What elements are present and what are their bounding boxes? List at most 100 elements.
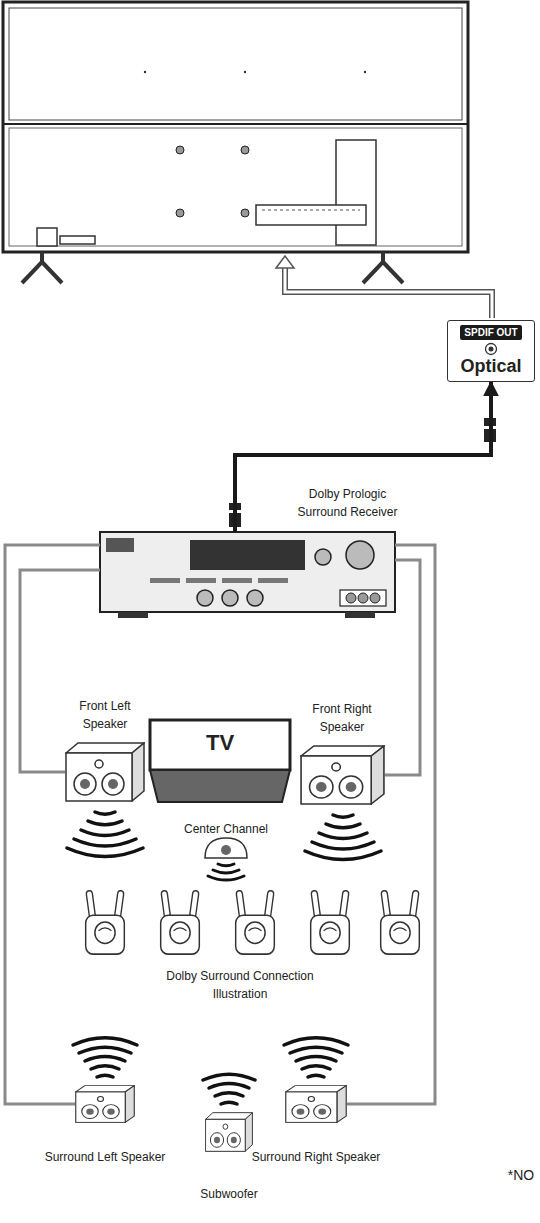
speaker-drawing [286,1086,346,1123]
label-holder: Subwoofer [145,1184,313,1202]
sound-wave [326,824,360,828]
listener-figure [311,894,350,954]
speaker-drawing [76,1086,135,1123]
tv-rear-panel [144,71,146,73]
receiver-drawing [100,532,395,612]
sound-wave [213,870,239,873]
label-holder: Dolby Surround Connection Illustration [160,966,320,1002]
sound-wave [81,830,129,835]
tv-rear-panel [3,123,468,125]
audio-lead [276,256,294,268]
listener-figure [236,894,275,954]
sound-wave [73,1038,137,1045]
receiver-drawing [222,578,252,583]
port-symbol [489,347,494,352]
listener-figure [161,894,200,954]
tv-rear-panel [9,8,462,120]
receiver-drawing [190,540,305,570]
tv-front [150,720,290,770]
illustration-caption: Dolby Surround Connection Illustration [166,969,313,1001]
sound-wave [209,1084,249,1089]
part-label: Front Left Speaker [79,699,130,731]
tv-front [150,770,290,802]
speaker-wire [5,545,100,1104]
label-holder: Center Channel [135,819,317,837]
sound-wave [319,833,367,838]
speaker: Subwoofer [205,1112,253,1152]
sound-wave [88,821,122,825]
note-mark: *NO [508,1167,534,1183]
speaker-drawing [221,845,231,855]
part-label: Dolby Prologic Surround Receiver [297,487,397,519]
listener-figure [86,894,420,954]
tv-front [150,720,290,802]
sound-wave [203,1074,255,1080]
part-label: Surround Left Speaker [45,1150,166,1164]
sound-wave [302,1066,330,1069]
speaker-wire [347,545,435,1104]
sound-wave [85,1057,125,1062]
sound-wave [215,1093,243,1096]
listener-figure [86,894,125,954]
receiver-drawing [247,590,263,606]
sound-wave [284,1038,348,1045]
tv-rear-panel [364,71,366,73]
receiver-drawing [150,578,180,583]
speaker-drawing [66,743,384,1151]
sound-wave [67,848,143,857]
tv-rear-panel [241,209,249,217]
receiver-drawing [346,541,374,569]
receiver-drawing [118,612,148,618]
sound-wave [91,1066,119,1069]
port-name: Optical [460,356,521,377]
speaker-drawing [205,838,247,858]
sound-wave [296,1057,336,1062]
audio-lead [285,266,492,318]
tv-rear-panel [176,146,184,154]
tv-set: TV [150,720,290,802]
sound-wave [95,812,115,814]
port-symbol [484,342,498,356]
sound-wave [218,864,234,866]
sound-waves [67,812,381,1104]
receiver-drawing [100,532,395,618]
sound-wave [221,1102,237,1104]
receiver-drawing [346,593,356,603]
sound-wave [305,851,381,860]
speaker-drawing [206,1113,253,1152]
speaker: Center Channel [205,838,247,858]
speaker-drawing [301,746,384,804]
speaker: Surround Left Speaker [75,1085,135,1123]
audio-lead [285,266,492,318]
part-label: Surround Right Speaker [252,1150,381,1164]
port-symbol [486,344,497,355]
part-label: Center Channel [184,822,268,836]
sound-wave [97,1075,113,1077]
receiver-drawing [315,549,331,565]
receiver-drawing [358,593,368,603]
tv-rear-panel [363,252,403,283]
sound-wave [290,1047,342,1053]
speaker: Surround Right Speaker [285,1085,347,1123]
label-holder: Surround Left Speaker [15,1147,195,1165]
sound-wave [79,1047,131,1053]
label-holder: *NO [504,1166,538,1184]
speaker: Front Left Speaker [65,742,145,802]
receiver-drawing [340,590,386,606]
sound-wave [74,839,136,846]
label-holder: Front Right Speaker [302,699,382,735]
receiver-drawing [370,593,380,603]
part-label: Subwoofer [200,1187,257,1201]
tv-label: TV [150,730,290,756]
optical-plug [227,418,498,527]
speaker: Front Right Speaker [300,745,385,805]
optical-cable [235,382,491,532]
receiver-drawing [222,590,238,606]
tv-rear-panel [336,140,376,245]
sound-wave [208,876,244,880]
receiver-drawing [345,612,375,618]
label-holder: Dolby Prologic Surround Receiver [285,484,410,520]
receiver-drawing [258,578,288,583]
